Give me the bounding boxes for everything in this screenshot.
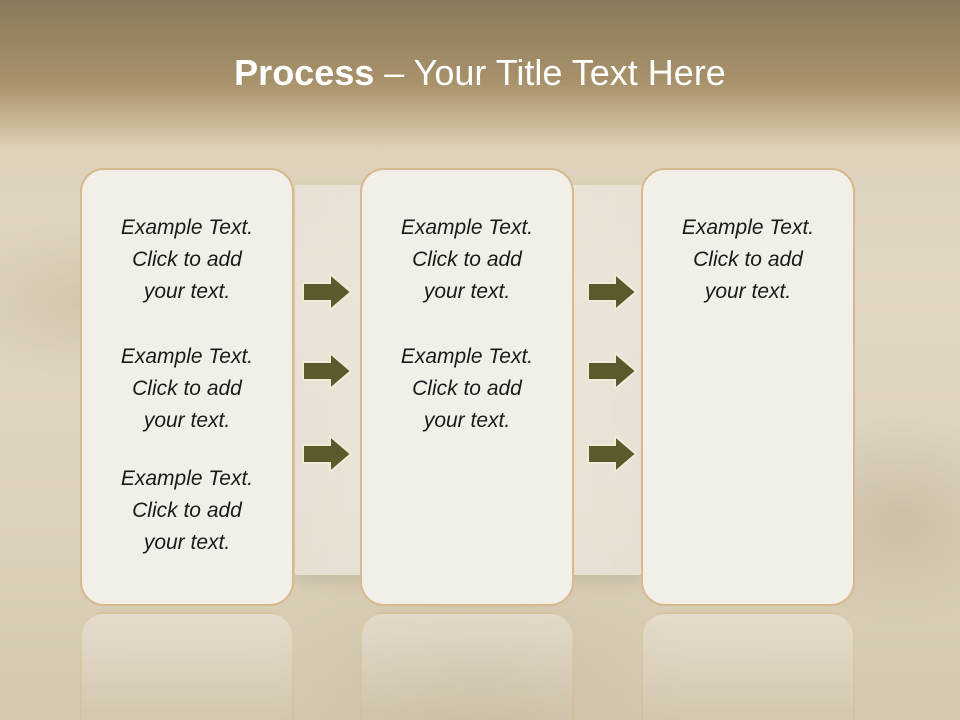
arrow-right-icon: [302, 352, 352, 390]
slide-title[interactable]: Process – Your Title Text Here: [0, 52, 960, 94]
arrow-right-icon: [302, 273, 352, 311]
arrow-right-icon: [587, 352, 637, 390]
card-2-reflection: [360, 612, 574, 720]
arrow-right-icon: [302, 435, 352, 473]
card-1-text-1[interactable]: Example Text. Click to add your text.: [120, 216, 254, 303]
process-card-1[interactable]: Example Text. Click to add your text. Ex…: [80, 168, 294, 606]
card-2-text-1[interactable]: Example Text. Click to add your text.: [400, 216, 534, 303]
title-rest-text: – Your Title Text Here: [374, 52, 726, 93]
arrow-right-icon: [587, 273, 637, 311]
process-card-3[interactable]: Example Text. Click to add your text.: [641, 168, 855, 606]
card-3-text-1[interactable]: Example Text. Click to add your text.: [681, 216, 815, 303]
card-1-reflection: [80, 612, 294, 720]
card-1-text-3[interactable]: Example Text. Click to add your text.: [120, 467, 254, 554]
card-2-text-2[interactable]: Example Text. Click to add your text.: [400, 345, 534, 432]
title-banner: [0, 0, 960, 150]
arrow-right-icon: [587, 435, 637, 473]
process-card-2[interactable]: Example Text. Click to add your text. Ex…: [360, 168, 574, 606]
card-3-reflection: [641, 612, 855, 720]
card-1-text-2[interactable]: Example Text. Click to add your text.: [120, 345, 254, 432]
title-bold-text: Process: [234, 52, 375, 93]
